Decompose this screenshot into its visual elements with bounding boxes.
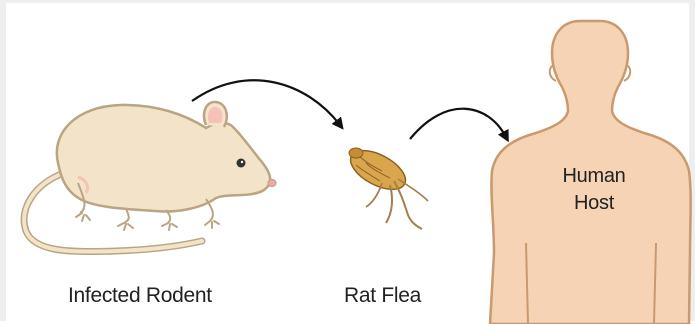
human-label-line2: Host: [574, 192, 614, 214]
flea-icon: [344, 143, 428, 229]
rodent-icon: [24, 102, 276, 252]
human-label-line1: Human: [563, 165, 626, 187]
rodent-label: Infected Rodent: [68, 284, 212, 308]
flea-label: Rat Flea: [344, 284, 421, 308]
human-label: Human Host: [542, 163, 646, 217]
curved-arrow-icon: [410, 109, 506, 139]
